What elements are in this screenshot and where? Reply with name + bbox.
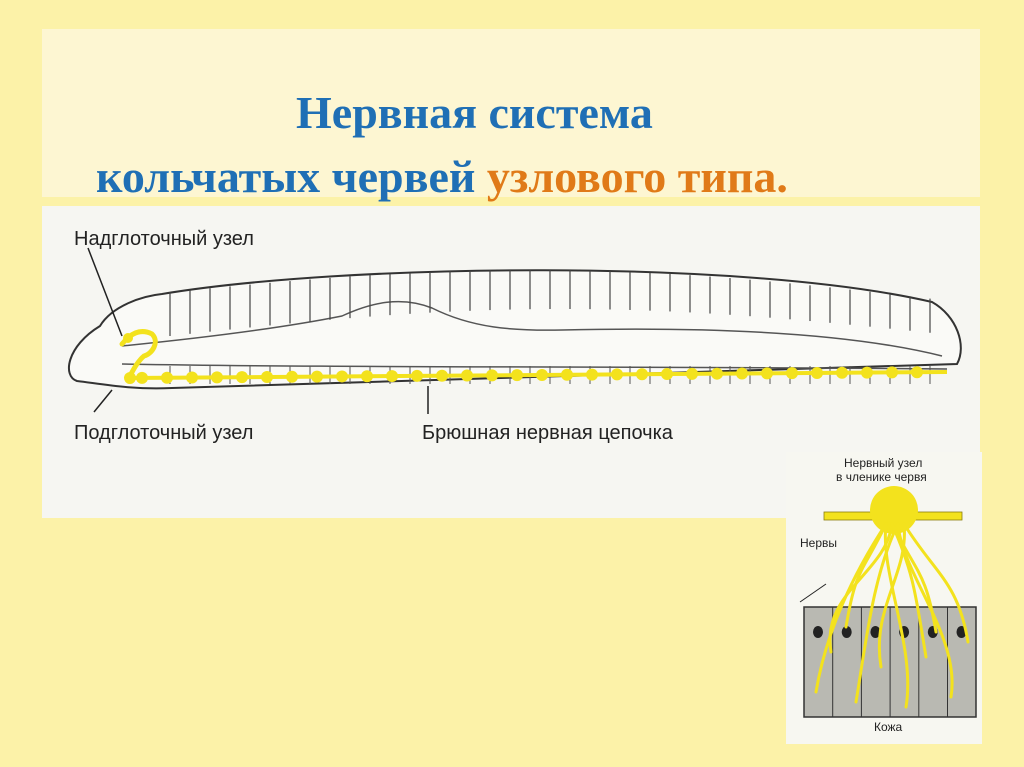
ventral-ganglion-node [261,370,273,383]
segment-nerve-fiber [883,522,910,709]
skin-cell-nucleus [841,626,852,638]
ventral-ganglion-node [411,369,423,382]
gut-line [121,300,943,357]
label-nerves: Нервы [800,536,838,550]
ventral-ganglion-node [611,368,623,381]
title-highlight: узлового типа. [486,151,788,202]
ventral-ganglion-node [786,367,798,380]
label-ventral-chain: Брюшная нервная цепочка [422,422,673,444]
segment-nerve-fiber [854,522,900,704]
ventral-ganglion-node [886,366,898,379]
subglottal-node [124,372,136,384]
ventral-ganglion-node [361,370,373,383]
label-skin: Кожа [874,720,903,734]
ventral-ganglion-node [736,367,748,380]
segment-nerve-fiber [844,522,888,629]
ventral-ganglion-node [286,370,298,383]
ventral-ganglion-node [686,367,698,380]
segment-nerve-fiber [814,522,888,694]
worm-illustration [68,247,962,414]
label-ganglion-line-1: Нервный узел [844,456,923,470]
ventral-ganglion-node [661,368,673,381]
segment-nerve-fiber [890,522,938,634]
label-subglottal: Подглоточный узел [74,422,254,444]
worm-diagram-panel: Надглоточный узел Подглоточный узел Брюш… [42,206,980,518]
ventral-ganglion-node [236,371,248,384]
body-segments [169,269,931,384]
segment-ganglion [870,486,918,534]
ventral-ganglion-node [436,369,448,382]
supraglottal-ganglion [119,329,158,379]
ventral-ganglion-node [511,369,523,382]
ventral-ganglion-node [211,371,223,384]
ventral-ganglion-node [136,371,148,384]
label-supraglottal: Надглоточный узел [74,228,254,250]
ventral-nerve-chain [129,366,948,384]
skin-cell-nucleus [813,626,823,638]
title-box: Нервная система кольчатых червей узловог… [42,29,980,202]
pointer-supraglottal [87,247,123,337]
pointer-nerves [799,583,827,603]
ventral-ganglion-node [811,366,823,379]
segment-nerve-fiber [877,522,906,669]
label-ganglion-line-2: в членике червя [836,470,927,484]
ventral-ganglion-node [561,368,573,381]
supraglottal-node [123,333,133,343]
segment-nerve-fiber [902,522,970,644]
ventral-ganglion-node [186,371,198,384]
ventral-ganglion-node [386,370,398,383]
ventral-ganglion-node [461,369,473,382]
title-line-2-main: кольчатых червей [96,151,476,202]
pointer-subglottal [93,389,113,413]
ventral-ganglion-node [861,366,873,379]
ventral-ganglion-node [161,371,173,384]
ventral-ganglion-node [486,369,498,382]
ventral-ganglion-node [536,368,548,381]
ventral-ganglion-node [911,366,923,379]
skin-cell-nucleus [870,626,881,638]
ventral-ganglion-node [711,367,723,380]
ventral-ganglion-node [336,370,348,383]
ventral-ganglion-node [311,370,323,383]
segment-nerves [814,522,970,709]
title-line-1: Нервная система [296,87,653,138]
segment-illustration [799,486,977,718]
ventral-ganglion-node [836,366,848,379]
ventral-ganglion-node [761,367,773,380]
segment-diagram-panel: Нервный узел в членике червя Нервы Кожа [786,452,982,744]
ventral-ganglion-node [636,368,648,381]
ventral-ganglion-node [586,368,598,381]
slide-title: Нервная система кольчатых червей узловог… [42,81,980,209]
title-line-2: кольчатых червей узлового типа. [42,145,980,209]
